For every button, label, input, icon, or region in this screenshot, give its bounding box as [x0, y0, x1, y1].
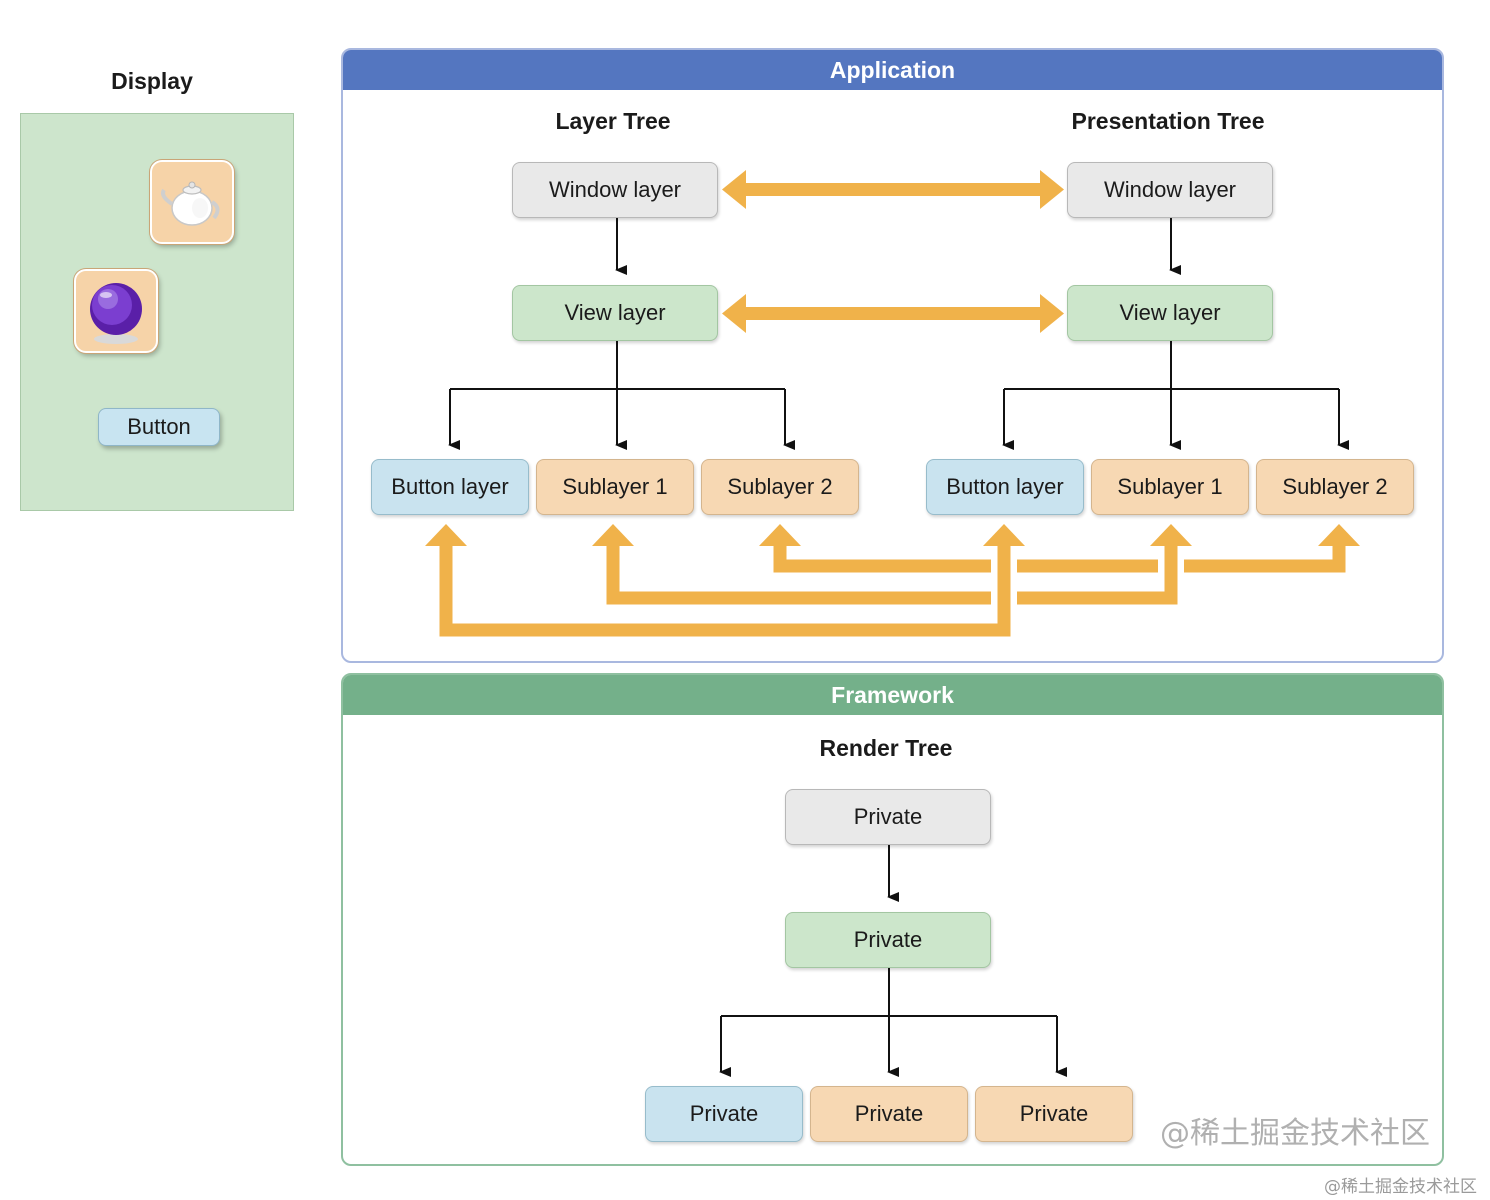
render-leaf-orange2-node: Private — [975, 1086, 1133, 1142]
presentation-button-node: Button layer — [926, 459, 1084, 515]
render-tree-title: Render Tree — [819, 735, 953, 761]
layer-window-node: Window layer — [512, 162, 718, 218]
render-tree-connectors — [719, 845, 1067, 1077]
window-sync-arrow — [722, 170, 1064, 209]
render-middle-node: Private — [785, 912, 991, 968]
button-layer-sync-arrow — [439, 537, 1011, 637]
orb-glyph — [90, 283, 142, 344]
sublayer2-sync-arrow — [773, 537, 1346, 573]
framework-section: Framework — [341, 673, 1444, 1166]
render-leaf-blue-node: Private — [645, 1086, 803, 1142]
render-leaf-orange1-node: Private — [810, 1086, 968, 1142]
watermark-corner: @稀土掘金技术社区 — [1324, 1177, 1477, 1197]
layer-tree-connectors — [448, 218, 795, 450]
presentation-view-node: View layer — [1067, 285, 1273, 341]
presentation-tree-connectors — [1002, 218, 1349, 450]
presentation-sublayer2-node: Sublayer 2 — [1256, 459, 1414, 515]
display-button[interactable]: Button — [98, 408, 220, 446]
layer-sublayer2-node: Sublayer 2 — [701, 459, 859, 515]
application-header: Application — [343, 50, 1442, 90]
presentation-window-node: Window layer — [1067, 162, 1273, 218]
teapot-glyph — [161, 181, 220, 226]
layer-tree-title: Layer Tree — [555, 108, 671, 134]
layer-sublayer1-node: Sublayer 1 — [536, 459, 694, 515]
layer-view-node: View layer — [512, 285, 718, 341]
view-sync-arrow — [722, 294, 1064, 333]
presentation-sublayer1-node: Sublayer 1 — [1091, 459, 1249, 515]
arrow-crossing-redraw — [997, 552, 1178, 612]
presentation-tree-title: Presentation Tree — [1071, 108, 1265, 134]
display-title: Display — [111, 68, 193, 94]
purple-orb-icon[interactable] — [74, 269, 158, 353]
framework-header: Framework — [343, 675, 1442, 715]
orange-arrowheads — [425, 524, 1360, 546]
teapot-icon[interactable] — [150, 160, 234, 244]
watermark-inline: @稀土掘金技术社区 — [1160, 1116, 1430, 1151]
layer-button-node: Button layer — [371, 459, 529, 515]
render-root-node: Private — [785, 789, 991, 845]
